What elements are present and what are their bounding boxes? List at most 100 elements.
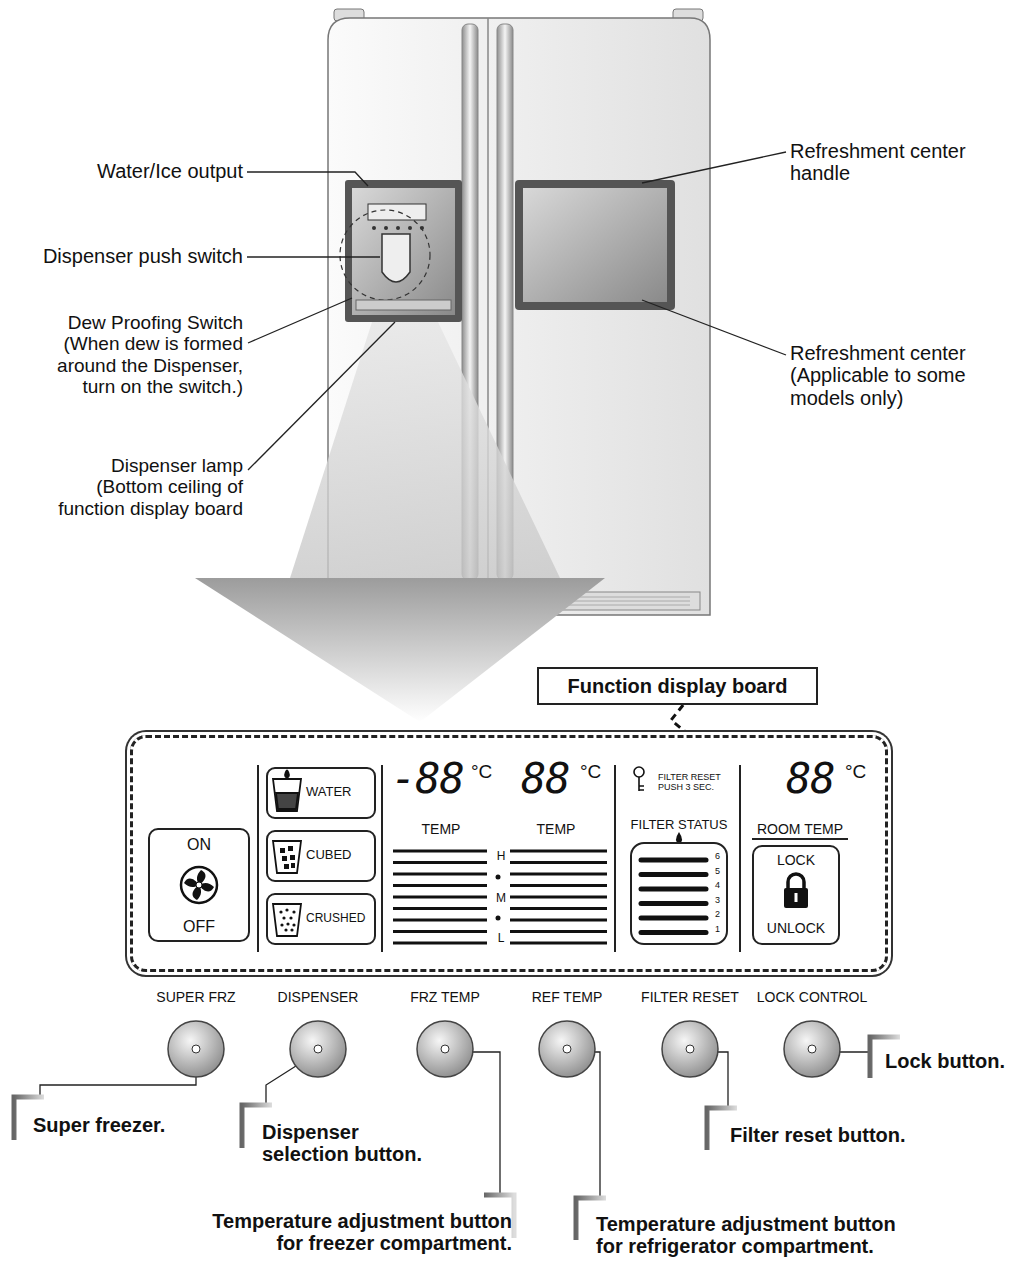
push-button [808, 1045, 816, 1053]
panel-graphics [279, 846, 295, 932]
panel-text: FILTER RESET PUSH 3 SEC. [658, 773, 742, 793]
panel-graphics [273, 779, 301, 811]
panel-text: UNLOCK [767, 921, 825, 936]
part-callout: Refreshment center handle [790, 140, 1000, 185]
control-button: SUPER FRZ [136, 990, 256, 1082]
refrigerator [396, 226, 400, 230]
panel-text: M [496, 892, 506, 905]
panel-text: ON [187, 836, 211, 854]
panel-text: LOCK CONTROL [757, 990, 867, 1005]
panel-graphics [393, 851, 607, 943]
refrigerator [352, 188, 455, 315]
digit-readout: 88 [521, 758, 570, 800]
panel-graphics [788, 874, 804, 889]
leader-line [247, 256, 380, 257]
panel-text: FILTER STATUS [631, 818, 728, 832]
push-button [441, 1045, 449, 1053]
lock-indicator: LOCK UNLOCK [752, 845, 840, 945]
panel-text: H [497, 850, 506, 863]
panel-graphics [289, 916, 292, 919]
panel-graphics [284, 864, 289, 869]
panel-graphics [393, 873, 487, 876]
refrigerator [340, 210, 430, 300]
panel-graphics [280, 848, 285, 853]
panel-text: TEMP [422, 822, 461, 837]
part-callout: Refreshment center (Applicable to some m… [790, 342, 1005, 409]
refrigerator [356, 300, 451, 310]
button-callout: Temperature adjustment button for refrig… [596, 1213, 914, 1258]
part-callout: Dispenser push switch [10, 245, 243, 267]
panel-graphics [285, 770, 289, 778]
button-callout: Filter reset button. [730, 1124, 990, 1146]
refrigerator [408, 226, 412, 230]
panel-text: ROOM TEMP [757, 822, 843, 837]
power-indicator: ON OFF [148, 828, 250, 942]
panel-graphics [196, 882, 202, 888]
panel-text: CRUSHED [306, 912, 365, 925]
panel-graphics [292, 910, 295, 913]
panel-graphics [510, 850, 607, 853]
panel-graphics [510, 873, 607, 876]
leader-line [642, 300, 786, 355]
panel-graphics [639, 777, 644, 791]
panel-graphics [496, 916, 501, 921]
panel-graphics [291, 863, 295, 868]
panel-graphics [276, 793, 298, 809]
panel-graphics [641, 858, 706, 863]
light-beam [290, 322, 560, 578]
panel-text: 6 [715, 852, 720, 862]
dashed-connector [671, 705, 689, 735]
panel-graphics [280, 923, 283, 926]
panel-graphics [290, 928, 293, 931]
panel-text: 3 [715, 896, 720, 906]
panel-graphics [496, 875, 501, 880]
panel-graphics [181, 765, 848, 952]
refrigerator [372, 226, 376, 230]
panel-graphics [393, 884, 487, 887]
panel-text: 1 [715, 925, 720, 935]
panel-graphics [381, 765, 383, 952]
push-button [686, 1045, 694, 1053]
button-callout: Dispenser selection button. [262, 1121, 442, 1166]
panel-graphics [614, 765, 616, 952]
panel-graphics [273, 770, 301, 936]
panel-text: FILTER RESET [641, 990, 739, 1005]
panel-graphics [510, 896, 607, 899]
panel-text: FRZ TEMP [410, 990, 480, 1005]
panel-graphics [510, 930, 607, 933]
panel-graphics [279, 910, 282, 913]
leader-line [248, 322, 395, 470]
push-button [290, 1021, 346, 1077]
panel-graphics [288, 846, 293, 851]
push-button [168, 1021, 224, 1077]
panel-text: OFF [183, 918, 215, 936]
push-button [539, 1021, 595, 1077]
control-button: FRZ TEMP [385, 990, 505, 1082]
panel-graphics [752, 838, 848, 840]
panel-text: CUBED [306, 848, 352, 862]
panel-graphics [292, 923, 295, 926]
panel-graphics [286, 922, 289, 925]
panel-graphics [510, 919, 607, 922]
push-button [417, 1021, 473, 1077]
panel-graphics [739, 765, 741, 952]
panel-graphics [795, 893, 798, 902]
part-callout: Water/Ice output [40, 160, 243, 182]
push-button [192, 1045, 200, 1053]
refrigerator [523, 188, 667, 302]
panel-graphics [290, 855, 295, 860]
push-button [314, 1045, 322, 1053]
dispenser-mode: CUBED [266, 830, 376, 882]
control-button: REF TEMP [507, 990, 627, 1082]
push-button [662, 1021, 718, 1077]
panel-graphics [510, 942, 607, 945]
panel-text: DISPENSER [278, 990, 359, 1005]
panel-text: °C [471, 762, 492, 783]
leader-line [247, 152, 786, 470]
panel-graphics [510, 907, 607, 910]
panel-graphics [393, 930, 487, 933]
panel-graphics [282, 856, 287, 861]
panel-text: LOCK [777, 853, 815, 868]
